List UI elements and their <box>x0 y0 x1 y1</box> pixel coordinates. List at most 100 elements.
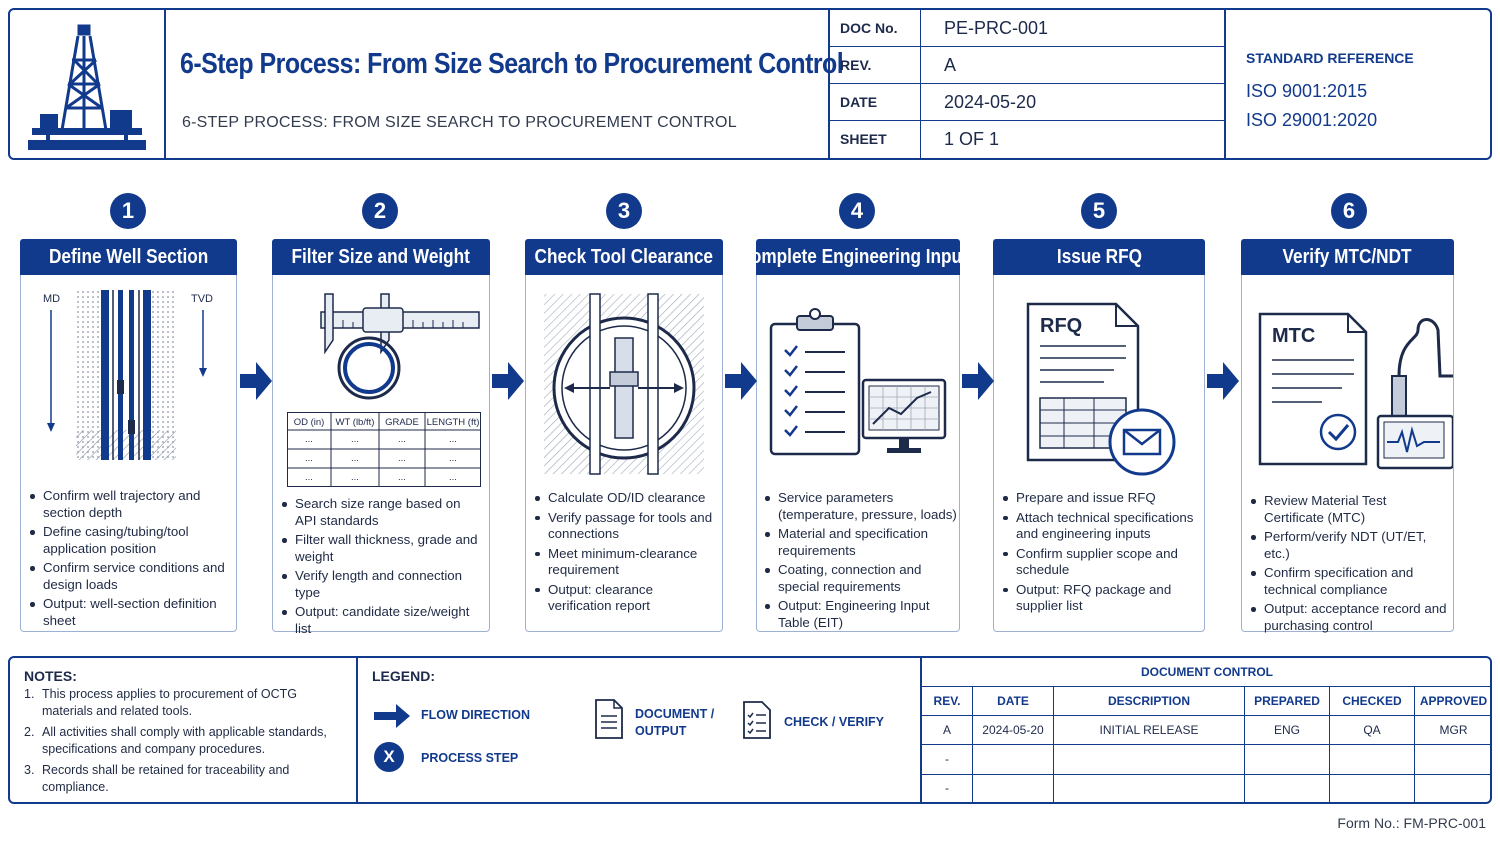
oil-rig-icon <box>28 24 146 150</box>
svg-text:...: ... <box>398 453 406 464</box>
checklist-icon <box>743 701 771 739</box>
list-item: Service parameters (temperature, pressur… <box>765 490 957 523</box>
list-item: Output: acceptance record and purchasing… <box>1251 601 1449 634</box>
table-header: GRADE <box>385 417 419 428</box>
document-icon <box>595 699 623 739</box>
table-header: APPROVED <box>1414 685 1492 716</box>
tvd-label: TVD <box>191 293 213 305</box>
legend-flow-label: FLOW DIRECTION <box>421 708 531 722</box>
list-item: Define casing/tubing/tool application po… <box>30 524 230 557</box>
step-card-3: Check Tool Clearance Calculate OD/ID cle… <box>525 239 723 632</box>
table-header: OD (in) <box>294 417 325 428</box>
meta-row-sheet: SHEET 1 OF 1 <box>830 121 1224 158</box>
doc-control-title: DOCUMENT CONTROL <box>922 658 1492 687</box>
step-card-4: Complete Engineering Inputs Service para… <box>756 239 960 632</box>
mtc-ndt-icon: MTC <box>1258 312 1453 470</box>
rfq-document-icon: RFQ <box>1026 302 1176 476</box>
md-label: MD <box>43 293 60 305</box>
rfq-label: RFQ <box>1040 315 1082 337</box>
step-card-6: Verify MTC/NDT MTC Review Material Test … <box>1241 239 1454 633</box>
step-bullets: Calculate OD/ID clearance Verify passage… <box>535 490 717 618</box>
table-header: REV. <box>922 685 973 716</box>
step-card-1: Define Well Section MD TVD Confirm well … <box>20 239 237 632</box>
list-item: Material and specification requirements <box>765 526 957 559</box>
document-control-table: DOCUMENT CONTROL REV. DATE DESCRIPTION P… <box>922 658 1492 802</box>
step-bullets: Service parameters (temperature, pressur… <box>765 490 957 634</box>
standard-reference: STANDARD REFERENCE ISO 9001:2015 ISO 290… <box>1224 10 1492 158</box>
list-item: Output: RFQ package and supplier list <box>1003 582 1201 615</box>
meta-value: PE-PRC-001 <box>944 18 1049 38</box>
legend-check-label: CHECK / VERIFY <box>784 715 885 729</box>
meta-row-doc-no: DOC No. PE-PRC-001 <box>830 10 1224 47</box>
list-item: 2.All activities shall comply with appli… <box>24 725 327 756</box>
flow-arrow-icon <box>1207 362 1239 400</box>
standard-item: ISO 9001:2015 <box>1246 81 1368 101</box>
svg-text:...: ... <box>305 472 313 483</box>
list-item: Prepare and issue RFQ <box>1003 490 1201 507</box>
list-item: Attach technical specifications and engi… <box>1003 510 1201 543</box>
logo-cell <box>10 10 166 158</box>
list-item: Output: candidate size/weight list <box>282 604 482 637</box>
clipboard-monitor-icon <box>769 308 947 456</box>
step-number-5: 5 <box>1081 193 1117 229</box>
list-item: Coating, connection and special requirem… <box>765 562 957 595</box>
legend-section: LEGEND: FLOW DIRECTION X PROCESS STEP DO… <box>358 658 922 802</box>
meta-value: 2024-05-20 <box>944 92 1037 112</box>
step-card-5: Issue RFQ RFQ Prepare and issue RFQ Atta… <box>993 239 1205 632</box>
meta-label: REV. <box>840 57 872 73</box>
meta-row-date: DATE 2024-05-20 <box>830 84 1224 121</box>
list-item: Confirm supplier scope and schedule <box>1003 546 1201 579</box>
document-title: 6-Step Process: From Size Search to Proc… <box>180 48 844 80</box>
meta-row-rev: REV. A <box>830 47 1224 84</box>
step-bullets: Confirm well trajectory and section dept… <box>30 488 230 632</box>
list-item: Filter wall thickness, grade and weight <box>282 532 482 565</box>
list-item: Perform/verify NDT (UT/ET, etc.) <box>1251 529 1449 562</box>
step-number-1: 1 <box>110 193 146 229</box>
meta-value: A <box>944 55 957 75</box>
flow-arrow-icon <box>374 704 410 728</box>
list-item: Confirm specification and technical comp… <box>1251 565 1449 598</box>
list-item: Output: Engineering Input Table (EIT) <box>765 598 957 631</box>
mtc-label: MTC <box>1272 325 1315 347</box>
document-subtitle: 6-STEP PROCESS: FROM SIZE SEARCH TO PROC… <box>182 114 737 131</box>
step-number-6: 6 <box>1331 193 1367 229</box>
table-header: WT (lb/ft) <box>336 417 375 428</box>
step-bullets: Prepare and issue RFQ Attach technical s… <box>1003 490 1201 618</box>
list-item: Confirm well trajectory and section dept… <box>30 488 230 521</box>
list-item: Verify length and connection type <box>282 568 482 601</box>
step-card-2: Filter Size and Weight OD (in) WT (lb/ft… <box>272 239 490 636</box>
step-number-4: 4 <box>839 193 875 229</box>
wellbore-diagram-icon: MD TVD <box>43 290 213 460</box>
list-item: Output: clearance verification report <box>535 582 717 615</box>
list-item: Output: well-section definition sheet <box>30 596 230 629</box>
step-bullets: Search size range based on API standards… <box>282 496 482 640</box>
meta-label: DATE <box>840 94 878 110</box>
flow-arrow-icon <box>962 362 994 400</box>
list-item: Confirm service conditions and design lo… <box>30 560 230 593</box>
list-item: Review Material Test Certificate (MTC) <box>1251 493 1449 526</box>
form-number: Form No.: FM-PRC-001 <box>1337 815 1486 831</box>
meta-label: SHEET <box>840 131 887 147</box>
svg-text:...: ... <box>449 472 457 483</box>
title-block: 6-Step Process: From Size Search to Proc… <box>8 8 1492 160</box>
legend-document-label: DOCUMENT /OUTPUT <box>635 707 715 738</box>
notes-list: 1.This process applies to procurement of… <box>24 686 344 800</box>
step-title: Complete Engineering Inputs <box>756 239 960 275</box>
step-title: Check Tool Clearance <box>525 239 723 275</box>
notes-title: NOTES: <box>24 668 77 684</box>
footer-block: NOTES: 1.This process applies to procure… <box>8 656 1492 804</box>
table-header: DESCRIPTION <box>1053 685 1245 716</box>
svg-text:...: ... <box>449 434 457 445</box>
notes-section: NOTES: 1.This process applies to procure… <box>10 658 358 802</box>
svg-text:...: ... <box>449 453 457 464</box>
tool-clearance-icon <box>544 293 704 475</box>
doc-meta-table: DOC No. PE-PRC-001 REV. A DATE 2024-05-2… <box>828 10 1226 158</box>
list-item: 1.This process applies to procurement of… <box>24 687 297 718</box>
step-title: Define Well Section <box>20 239 237 275</box>
standard-label: STANDARD REFERENCE <box>1246 50 1414 66</box>
flow-arrow-icon <box>240 362 272 400</box>
step-bullets: Review Material Test Certificate (MTC) P… <box>1251 493 1449 637</box>
table-row: - <box>922 743 1492 775</box>
table-header: PREPARED <box>1244 685 1330 716</box>
